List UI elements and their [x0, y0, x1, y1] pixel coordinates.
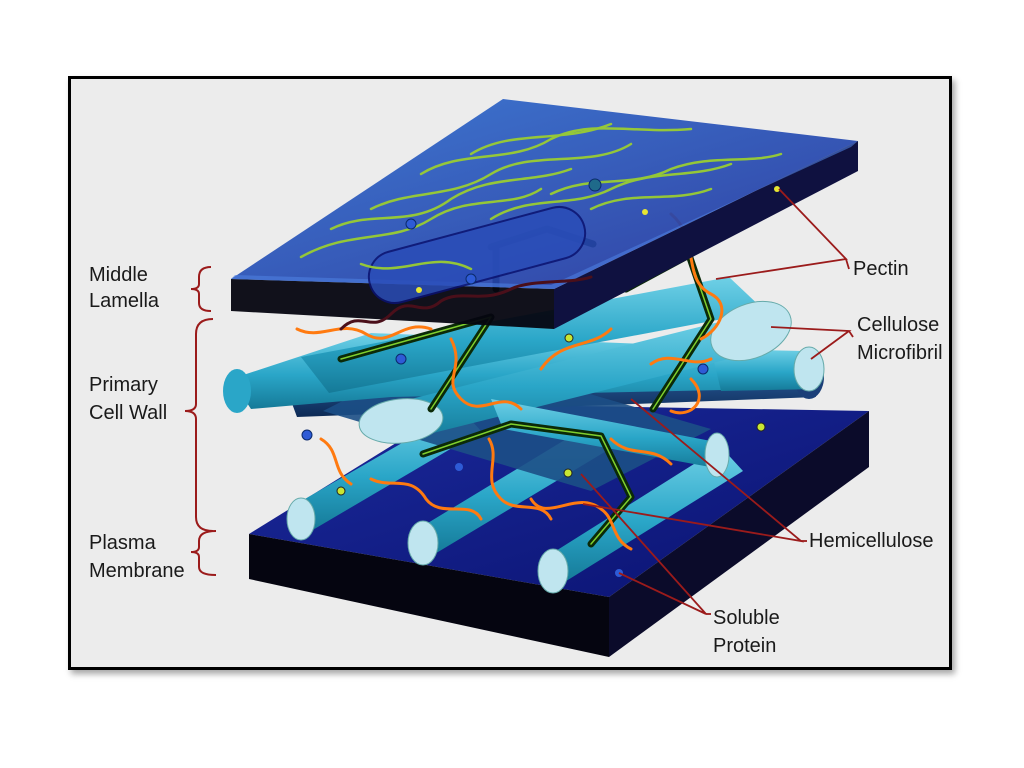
- hemicellulose-strand: [369, 477, 483, 521]
- pectin-strand: [359, 260, 473, 271]
- pectin-strand: [369, 142, 633, 211]
- label-middle-lamella-line1: Middle: [89, 264, 148, 286]
- pectin-strand: [419, 127, 693, 176]
- lamella-top-face: [231, 99, 858, 289]
- left-brackets: [184, 266, 217, 576]
- microfibril-embedded: [367, 206, 587, 304]
- soluble-protein-dot: [395, 353, 407, 365]
- cell-wall-diagram: Middle Lamella Primary Cell Wall Plasma …: [89, 99, 943, 657]
- soluble-protein-dot: [405, 218, 417, 230]
- lamella-front-face: [231, 279, 554, 329]
- label-cellulose-microfibril-line2: Microfibril: [857, 342, 943, 364]
- label-plasma-membrane-line1: Plasma: [89, 532, 157, 554]
- middle-lamella-slab: [231, 99, 858, 329]
- leader-line-pectin: [845, 258, 850, 270]
- hemicellulose-strand: [449, 337, 523, 411]
- soluble-protein-dot: [301, 429, 313, 441]
- membrane-front-face: [249, 534, 609, 657]
- leader-line-microfibril: [848, 330, 854, 338]
- microfibril-end: [223, 369, 251, 413]
- label-middle-lamella-line2: Lamella: [89, 290, 160, 312]
- hemicellulose-strand: [649, 356, 713, 366]
- label-soluble-protein-line2: Protein: [713, 635, 776, 657]
- middle-microfibril-layer: [223, 277, 825, 478]
- membrane-side-face: [609, 411, 869, 657]
- pectin-strand: [299, 187, 543, 259]
- lamella-side-face: [554, 141, 858, 329]
- microfibril-tube: [371, 319, 761, 441]
- label-pectin: Pectin: [853, 258, 909, 280]
- label-soluble-protein-line1: Soluble: [713, 607, 780, 629]
- pectin-strand: [549, 152, 783, 196]
- soluble-protein-dot: [588, 178, 602, 192]
- hemicellulose-strand: [669, 377, 701, 415]
- bracket-middle-lamella: [190, 266, 212, 312]
- leader-lines: [580, 188, 854, 615]
- hemicellulose-strand: [319, 437, 353, 486]
- hemicellulose-strand: [539, 327, 613, 371]
- label-hemicellulose: Hemicellulose: [809, 530, 934, 552]
- label-cellulose-microfibril-line1: Cellulose: [857, 314, 939, 336]
- pectin-strand-dark: [339, 275, 593, 331]
- microfibril-end: [358, 398, 444, 444]
- microfibril-tube: [491, 399, 721, 469]
- bracket-primary-cell-wall: [184, 318, 214, 532]
- pectin-markers: [336, 186, 780, 496]
- hemicellulose-strand: [609, 437, 673, 466]
- soluble-protein-dot: [697, 363, 709, 375]
- labels: Middle Lamella Primary Cell Wall Plasma …: [89, 258, 943, 657]
- diagram-frame: Middle Lamella Primary Cell Wall Plasma …: [68, 76, 952, 670]
- pectin-strand: [329, 167, 573, 231]
- soluble-proteins: [301, 178, 709, 577]
- hemicellulose-strand: [295, 325, 433, 340]
- pectin-strand: [589, 187, 713, 211]
- label-primary-cell-wall-line2: Cell Wall: [89, 402, 167, 424]
- pectin-strands-green: [299, 122, 783, 271]
- label-plasma-membrane-line2: Membrane: [89, 560, 185, 582]
- microfibril-end: [793, 346, 825, 392]
- microfibril-tube: [301, 277, 765, 393]
- microfibril-end: [710, 300, 792, 362]
- hemicellulose-strand: [487, 437, 553, 521]
- pectin-strand: [489, 162, 733, 221]
- label-primary-cell-wall-line1: Primary: [89, 374, 158, 396]
- bracket-plasma-membrane: [190, 530, 217, 576]
- soluble-protein-dot: [465, 273, 477, 285]
- soluble-protein-dot: [455, 463, 463, 471]
- pectin-strand: [469, 122, 613, 156]
